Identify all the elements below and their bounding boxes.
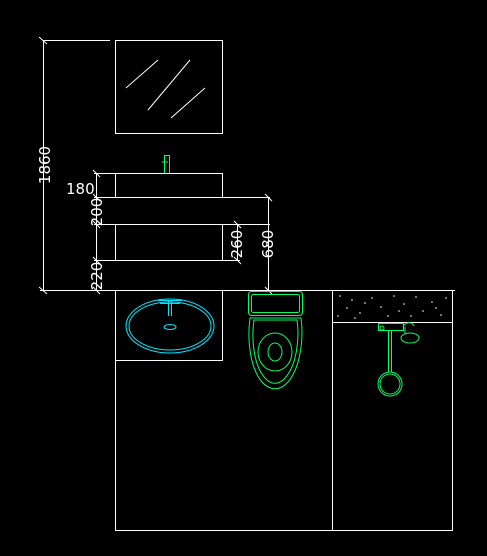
dim-label-cabinet: 260	[228, 230, 246, 259]
dim-label-counter: 680	[259, 230, 277, 259]
wash-basin-icon	[125, 298, 215, 354]
dim-label-bottom: 220	[88, 262, 106, 291]
room-outline	[115, 290, 453, 531]
floor-plan	[115, 290, 453, 531]
mirror-icon	[125, 59, 206, 119]
ledge-hatch	[337, 295, 447, 319]
dim-label-total: 1860	[36, 146, 54, 184]
shower-icon	[377, 322, 420, 397]
basin-counter	[115, 290, 223, 361]
dimension-lines	[38, 36, 455, 295]
mirror-frame	[115, 40, 223, 134]
faucet-icon	[162, 155, 170, 174]
toilet-icon	[248, 291, 303, 390]
dim-label-top: 180	[66, 180, 95, 198]
vanity-cabinet	[115, 224, 223, 261]
dim-label-middle: 200	[88, 198, 106, 227]
vanity-top	[115, 173, 223, 198]
mirror	[115, 40, 223, 134]
